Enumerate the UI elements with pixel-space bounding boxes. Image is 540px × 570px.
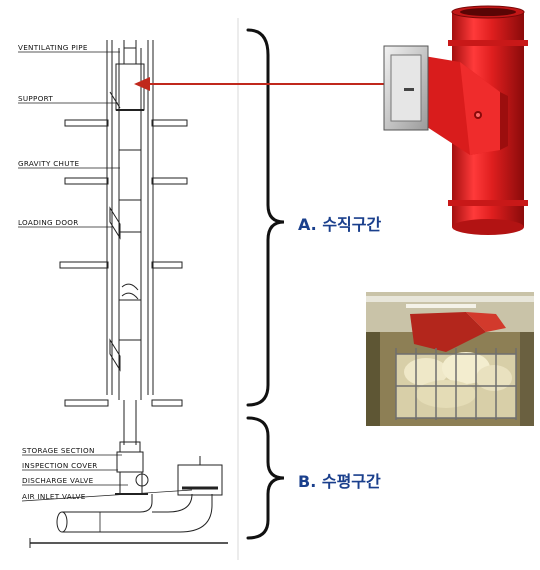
- storage-room-photo: [366, 292, 534, 426]
- ventilating-pipe-label: VENTILATING PIPE: [18, 43, 88, 52]
- discharge-valve-label: DISCHARGE VALVE: [22, 476, 94, 485]
- loading-door-label: LOADING DOOR: [18, 218, 79, 227]
- support-label: SUPPORT: [18, 94, 54, 103]
- section-a-title: A. 수직구간: [298, 215, 382, 234]
- section-b-title: B. 수평구간: [298, 472, 381, 491]
- air-inlet-valve-label: AIR INLET VALVE: [22, 492, 86, 501]
- brace-horizontal-section: [246, 416, 285, 540]
- floor-slabs: [59, 119, 188, 407]
- brace-vertical-section: [246, 28, 285, 407]
- inspection-cover-label: INSPECTION COVER: [22, 461, 98, 470]
- gravity-chute-label: GRAVITY CHUTE: [18, 159, 80, 168]
- storage-section-label: STORAGE SECTION: [22, 446, 95, 455]
